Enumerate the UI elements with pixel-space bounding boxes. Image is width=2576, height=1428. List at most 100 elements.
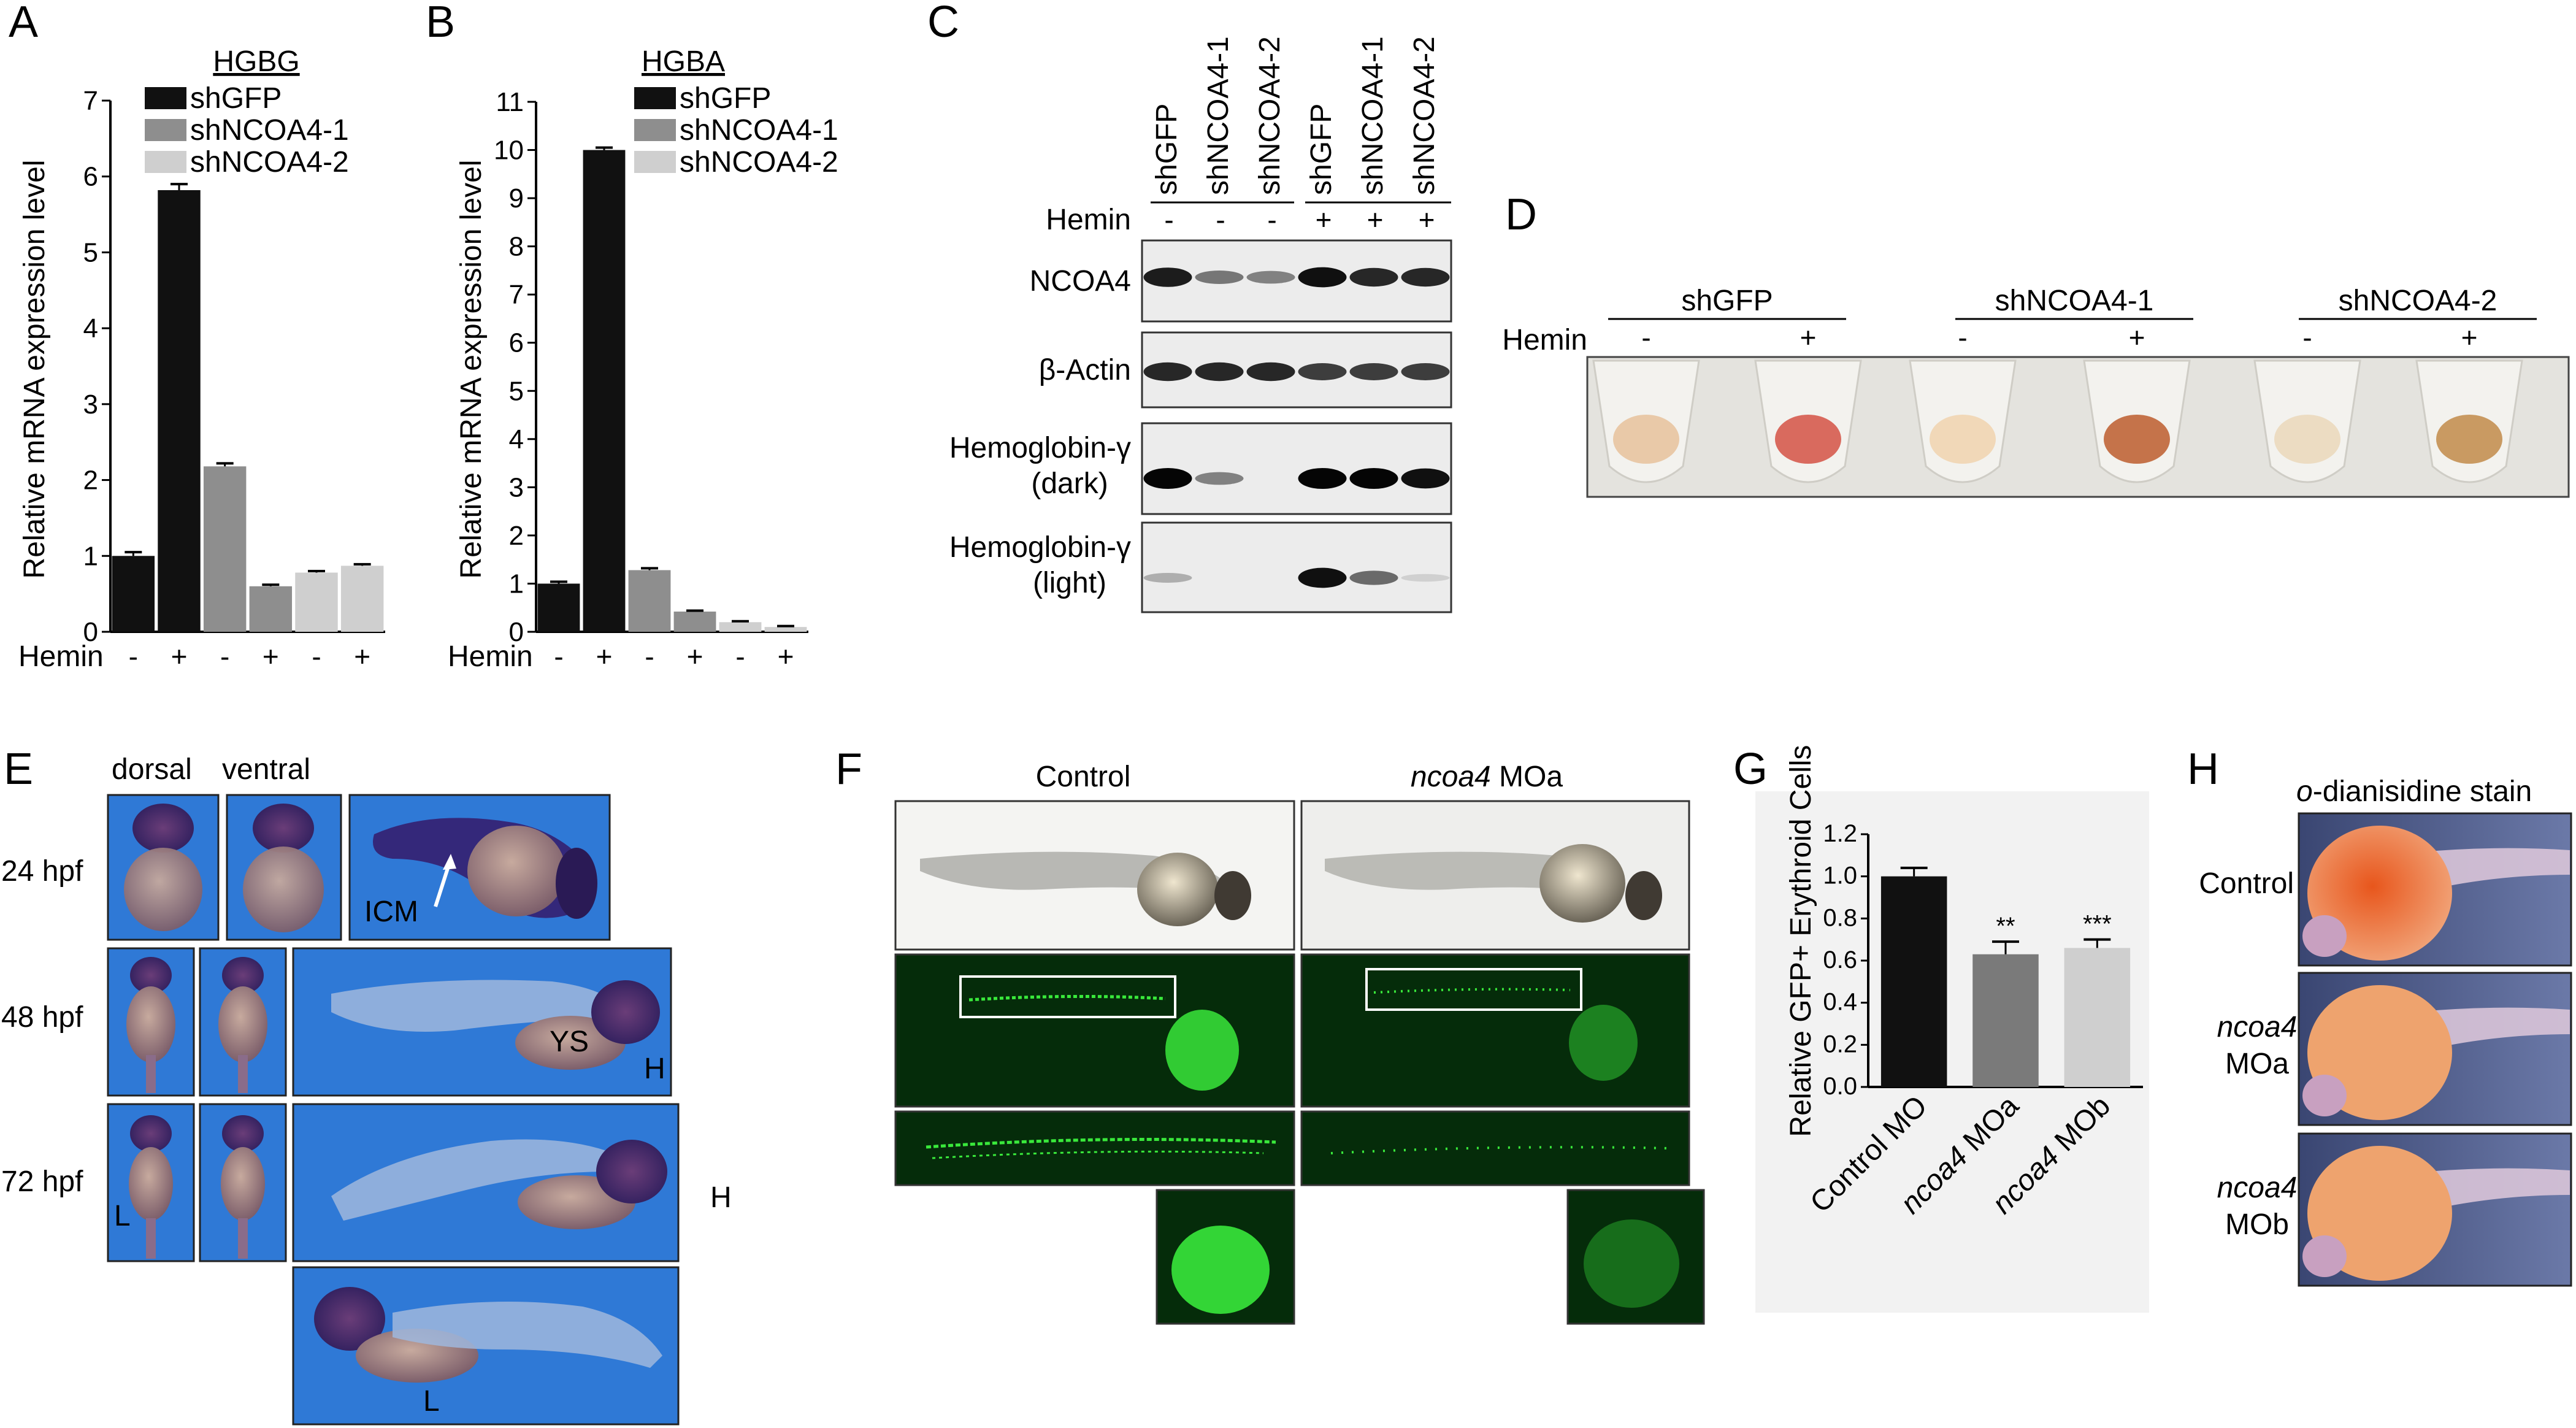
chart-b-title: HGBA (642, 45, 725, 78)
chart-b-legend-swatch (634, 151, 676, 173)
chart-a-ytick-label: 3 (83, 390, 98, 420)
chart-a-ytick-label: 6 (83, 162, 98, 192)
tube-hemin-sign: + (2461, 321, 2478, 353)
blot-row-sublabel: (dark) (1031, 467, 1108, 500)
chart-a-ytick-label: 7 (83, 86, 98, 116)
chart-a-hemin-signs: -+-+-+ (129, 640, 370, 672)
blot-hemin-sign: + (1316, 204, 1332, 236)
chart-g-bar (1972, 954, 2039, 1087)
blot-band (1195, 271, 1244, 284)
tube-group-label: shNCOA4-1 (1995, 285, 2154, 317)
chart-b-bar (537, 583, 580, 632)
f-zoom-control (894, 1110, 1295, 1186)
chart-b-bar (628, 570, 671, 632)
e-48hpf-lateral: YS H (292, 947, 672, 1097)
tube-photo-frame (1586, 356, 2570, 498)
h-row-label-line1: ncoa4 (2217, 1172, 2298, 1204)
chart-g-bar (2064, 948, 2131, 1087)
label-h-48: H (644, 1053, 665, 1085)
h-embryo-head (2302, 1235, 2347, 1277)
chart-g-ylabel: Relative GFP+ Erythroid Cells (1785, 745, 1817, 1137)
chart-a-bar (249, 586, 293, 632)
e-72hpf-lateral: H (292, 1103, 732, 1262)
blot-band (1401, 267, 1450, 287)
icm-arrow-head (443, 854, 456, 870)
chart-a-ytick-label: 0 (83, 617, 98, 647)
label-l-72-dorsal: L (114, 1200, 131, 1232)
panel-label-h: H (2187, 745, 2219, 794)
blot-band (1298, 267, 1347, 288)
panel-label-a: A (9, 0, 38, 47)
chart-a-bar (340, 566, 384, 632)
chart-b-ytick-label: 6 (509, 328, 524, 358)
chart-b-ytick-label: 9 (509, 183, 524, 213)
chart-b-hemin-sign: + (687, 640, 703, 672)
chart-a-legend-label: shGFP (190, 82, 282, 115)
chart-a-hemin-sign: - (312, 640, 321, 672)
stage-label-48: 48 hpf (1, 1001, 83, 1034)
e-72hpf-lateral-flipped: L (292, 1266, 680, 1426)
chart-a-hemin-sign: + (354, 640, 370, 672)
chart-b-legend-label: shGFP (680, 82, 771, 115)
chart-b-legend-label: shNCOA4-1 (680, 114, 838, 147)
tube-photo (1592, 359, 2523, 483)
blot-band (1401, 574, 1450, 582)
chart-a-title: HGBG (213, 45, 299, 78)
tube-hemin-label: Hemin (1502, 324, 1587, 356)
chart-a-legend-swatch (145, 151, 186, 173)
chart-b-bar (673, 612, 716, 632)
f-zoom-ncoa4 (1300, 1110, 1690, 1186)
blot-row-frame (1141, 521, 1452, 613)
blot-hemin-sign: - (1164, 204, 1173, 236)
f-condition-ncoa4: ncoa4 MOa (1411, 761, 1563, 793)
panel-label-g: G (1733, 745, 1768, 794)
blot-band (1143, 267, 1192, 287)
blot-hemin-sign: - (1216, 204, 1225, 236)
chart-g-significance: ** (1996, 913, 2015, 940)
chart-b-hemin-signs: -+-+-+ (554, 640, 794, 672)
chart-g-ytick-label: 1.2 (1823, 820, 1857, 847)
tube-pellet (1775, 415, 1841, 464)
blot-band (1143, 468, 1192, 489)
blot-row-frame (1141, 422, 1452, 515)
chart-b-bar (583, 150, 626, 632)
blot-rows: NCOA4β-ActinHemoglobin-γ(dark)Hemoglobin… (949, 239, 1452, 613)
chart-b-hemin-sign: - (554, 640, 563, 672)
blot-band (1349, 570, 1398, 585)
label-h-72: H (710, 1181, 732, 1214)
chart-b-ytick-label: 8 (509, 232, 524, 262)
blot-hemin-signs: ---+++ (1164, 204, 1435, 236)
label-ys-48: YS (550, 1026, 589, 1058)
h-embryo-head (2302, 915, 2347, 957)
blot-hemin-label: Hemin (1046, 204, 1131, 236)
f-brightfield-ncoa4 (1300, 800, 1690, 951)
tube-group-label: shNCOA4-2 (2339, 285, 2497, 317)
h-row-label-line2: MOa (2225, 1048, 2289, 1080)
blot-row-frame (1141, 331, 1452, 409)
panel-label-f: F (835, 745, 862, 794)
blot-band (1143, 573, 1192, 583)
chart-g-ytick-label: 0.0 (1823, 1073, 1857, 1100)
chart-a-hemin-sign: + (263, 640, 279, 672)
chart-b-ytick-label: 10 (494, 136, 524, 166)
blot-band (1298, 468, 1347, 489)
blot-hemin-sign: - (1267, 204, 1276, 236)
f-zoom-box-control (959, 975, 1176, 1018)
stage-label-72: 72 hpf (1, 1165, 83, 1198)
chart-b-hemin-sign: - (645, 640, 654, 672)
chart-b-legend-swatch (634, 87, 676, 109)
chart-b-ylabel: Relative mRNA expression level (455, 160, 488, 579)
blot-band (1143, 362, 1192, 382)
chart-a-ylabel: Relative mRNA expression level (18, 160, 51, 579)
e-24hpf-lateral: ICM (348, 794, 611, 941)
chart-g-ytick-label: 0.2 (1823, 1031, 1857, 1058)
chart-a-legend-label: shNCOA4-1 (190, 114, 349, 147)
view-label-ventral: ventral (222, 753, 310, 786)
f-fluor-ncoa4 (1300, 953, 1690, 1108)
chart-a-bar (203, 466, 247, 632)
